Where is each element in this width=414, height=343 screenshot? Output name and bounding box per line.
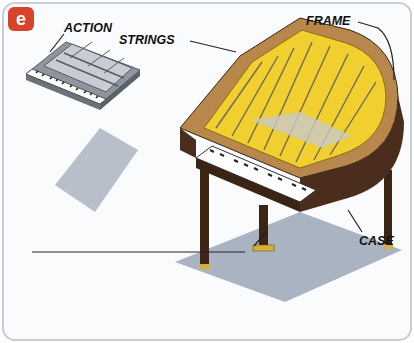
badge-letter: e	[16, 9, 26, 29]
part-label: CASE	[358, 234, 395, 248]
panel-badge: e	[8, 7, 34, 31]
part-label: ACTION	[63, 21, 113, 35]
strings	[216, 42, 376, 162]
part-label: FRAME	[305, 14, 351, 28]
grand-piano	[180, 18, 404, 269]
action-mechanism	[26, 42, 140, 110]
panel-frame	[3, 3, 411, 340]
leader-lines	[32, 22, 394, 252]
part-label: STRINGS	[118, 33, 176, 47]
action-shadow	[55, 128, 138, 212]
piano-shadow	[175, 212, 402, 302]
